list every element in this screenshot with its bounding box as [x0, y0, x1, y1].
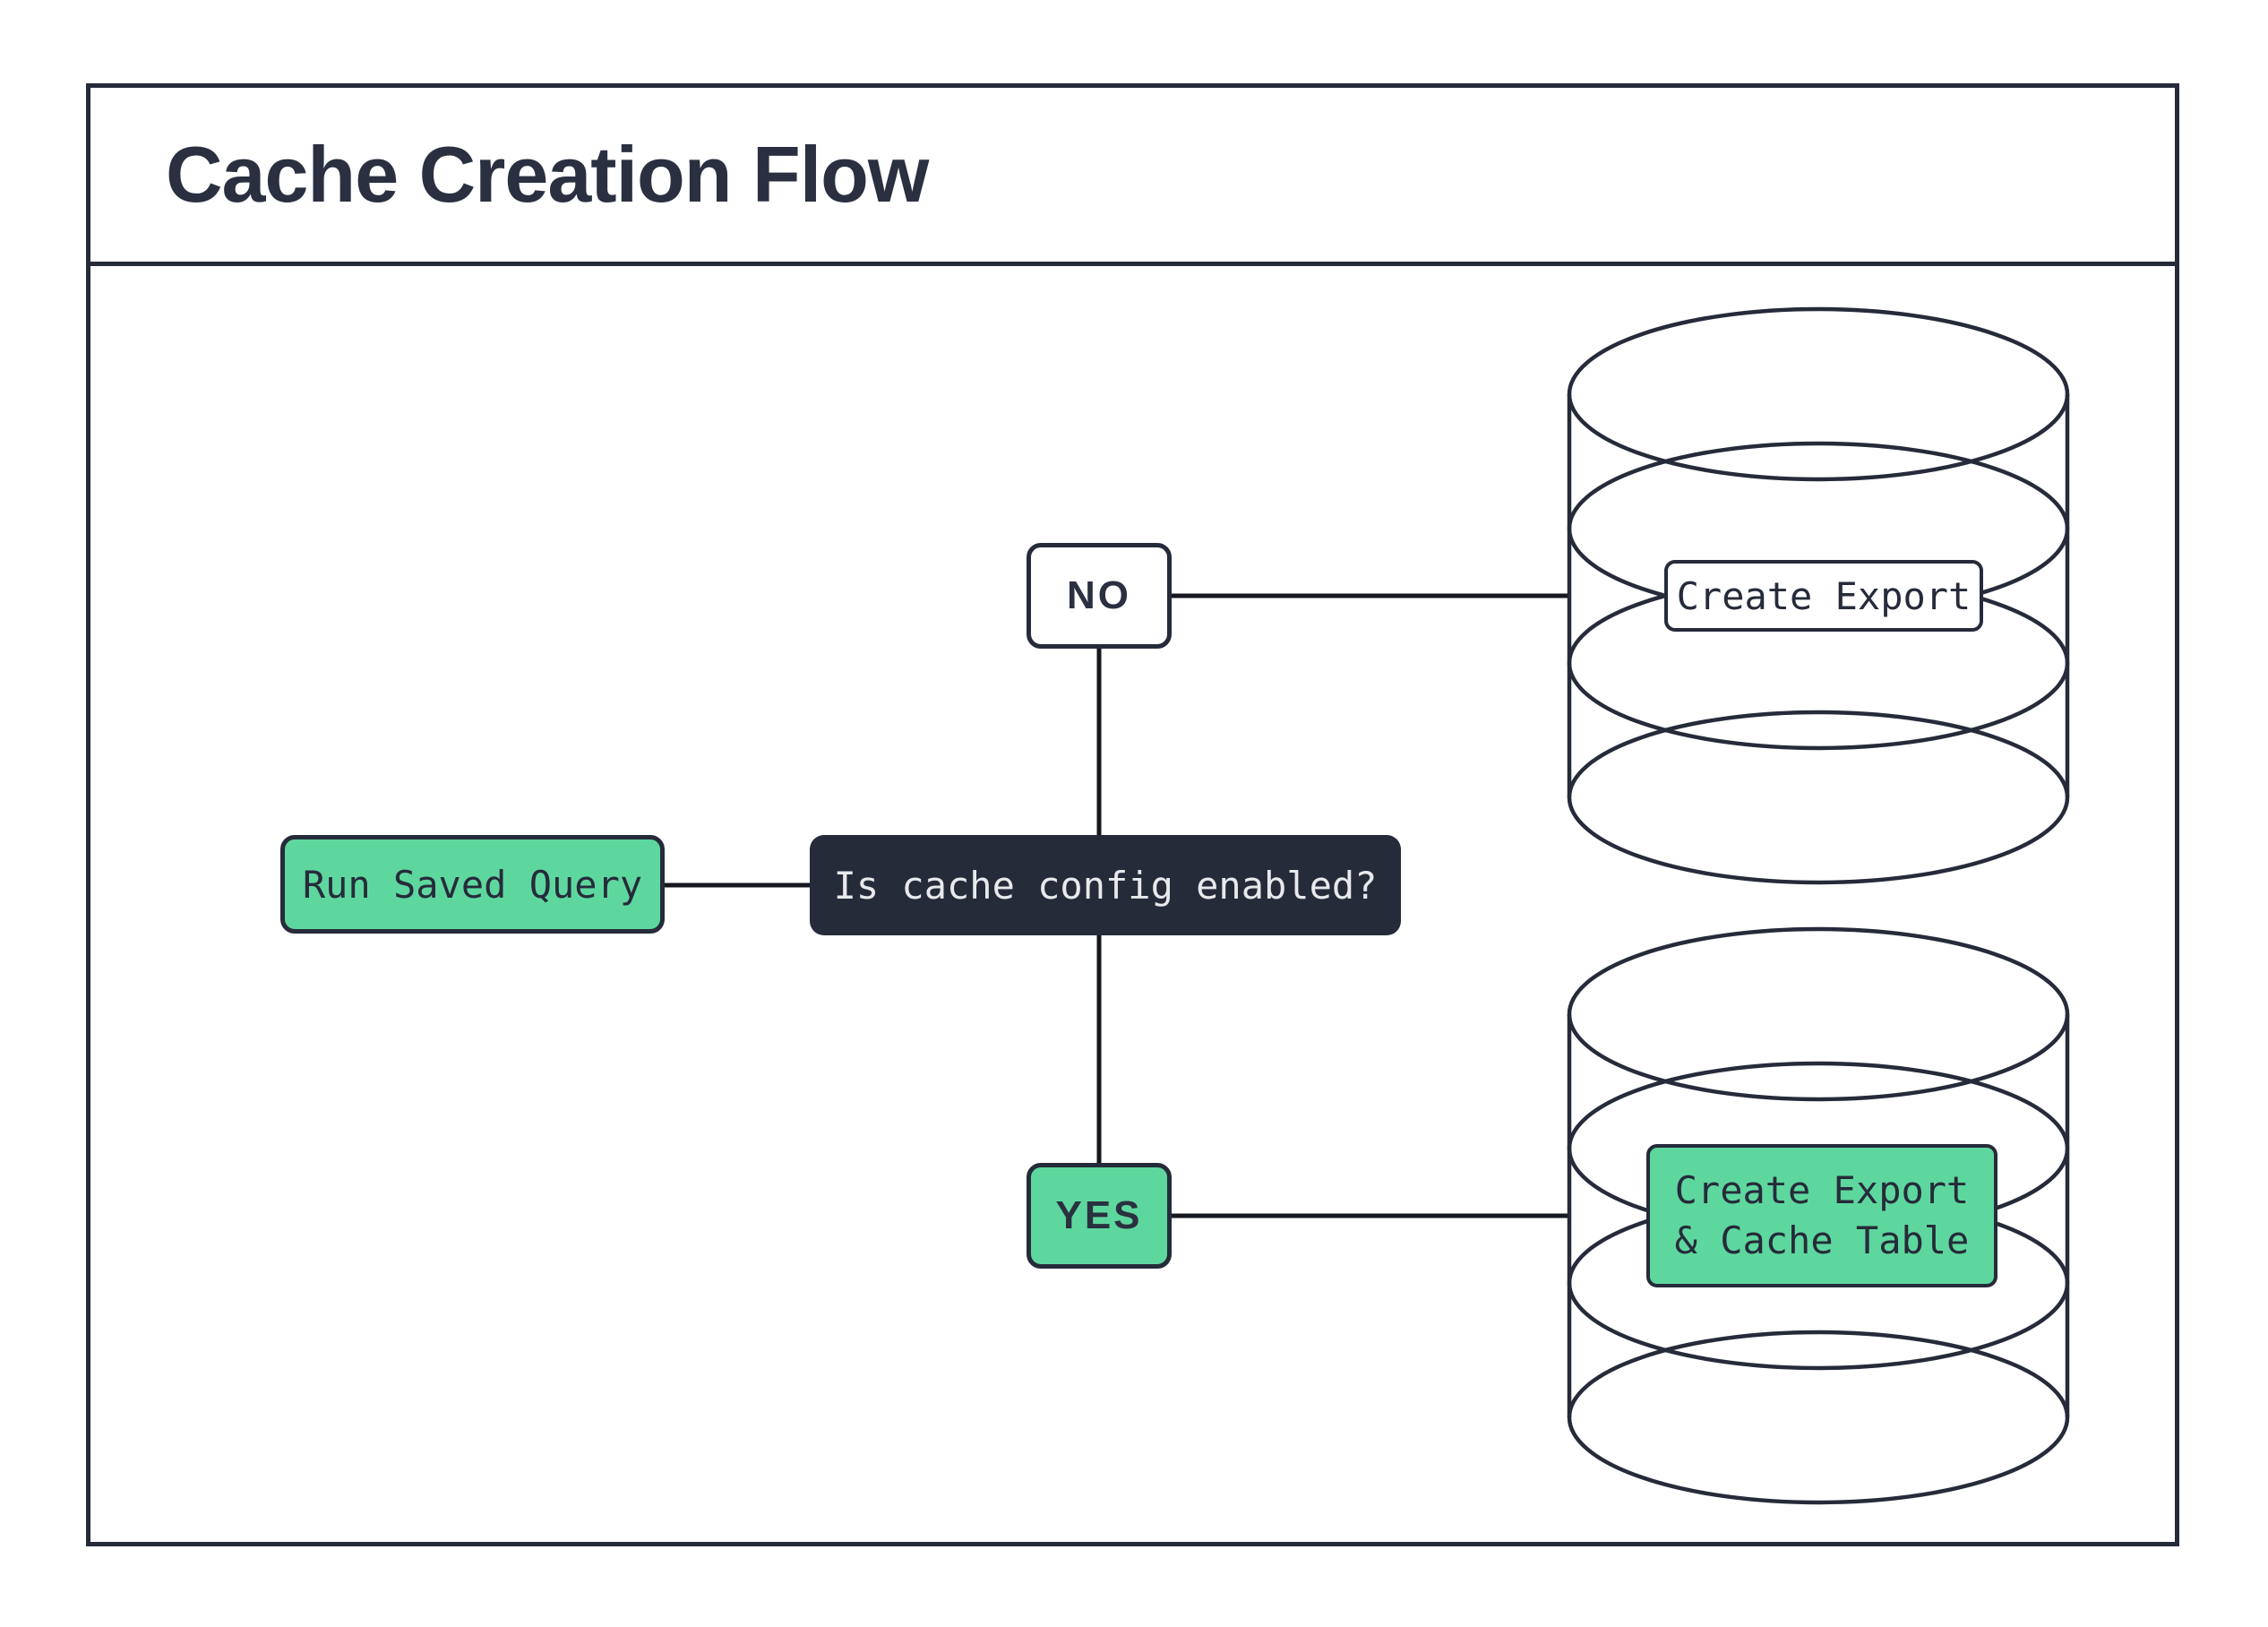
database-cylinder-top [1567, 306, 2070, 885]
diagram-frame: Cache Creation Flow [86, 83, 2179, 1546]
node-create-export-cache-label-line2: & Cache Table [1674, 1218, 1970, 1262]
node-create-export: Create Export [1664, 560, 1983, 632]
node-run-saved-query-label: Run Saved Query [302, 862, 643, 907]
node-decision-label: Is cache config enabled? [833, 863, 1378, 908]
node-create-export-label: Create Export [1676, 573, 1972, 618]
node-run-saved-query: Run Saved Query [280, 835, 665, 934]
branch-no-badge: NO [1027, 543, 1172, 649]
branch-no-label: NO [1067, 573, 1131, 617]
database-cylinder-bottom [1567, 926, 2070, 1505]
branch-yes-label: YES [1055, 1193, 1143, 1237]
node-create-export-cache-table: Create Export & Cache Table [1646, 1144, 1997, 1287]
page-title: Cache Creation Flow [166, 130, 929, 219]
branch-yes-badge: YES [1027, 1163, 1172, 1269]
node-create-export-cache-label-line1: Create Export [1674, 1168, 1970, 1212]
diagram-header: Cache Creation Flow [90, 88, 2175, 266]
node-decision-cache-config: Is cache config enabled? [810, 835, 1401, 935]
